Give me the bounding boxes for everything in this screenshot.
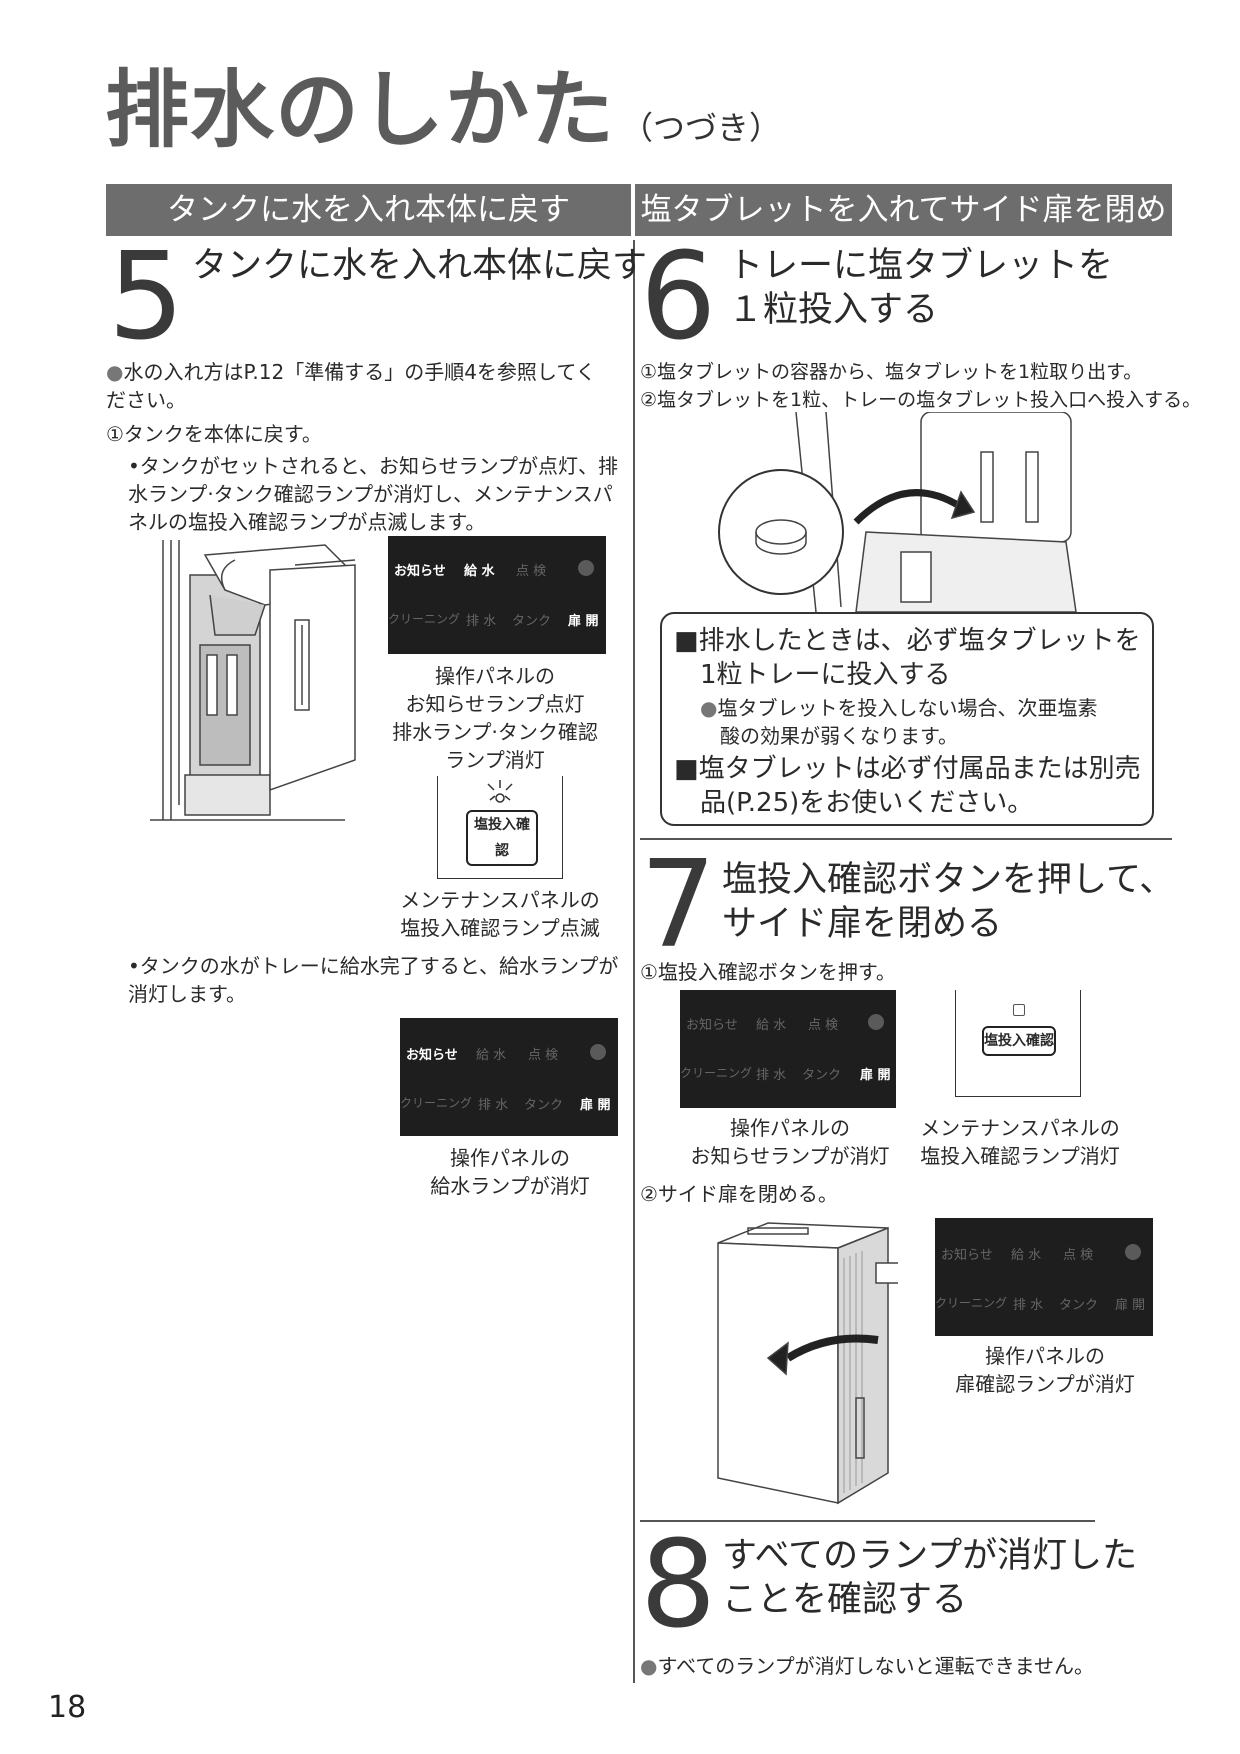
lamp-cleaning: クリーニング: [400, 1096, 473, 1110]
step8-note: ●すべてのランプが消灯しないと運転できません。: [640, 1654, 1095, 1678]
step8-heading: すべてのランプが消灯したことを確認する: [722, 1536, 1138, 1620]
step5-sub1: ①タンクを本体に戻す。: [106, 422, 322, 446]
caption-panel-1: 操作パネルのお知らせランプ点灯排水ランプ·タンク確認ランプ消灯: [392, 664, 598, 772]
lamp-tobira: 扉 開: [580, 1098, 611, 1113]
operation-panel-1: お知らせ 給 水 点 検 クリーニング 排 水 タンク 扉 開: [388, 536, 606, 654]
lamp-tank: タンク: [512, 614, 552, 629]
step7-sub1: ①塩投入確認ボタンを押す。: [640, 960, 896, 984]
lamp-tank: タンク: [802, 1068, 842, 1083]
section-band-left: タンクに水を入れ本体に戻す: [106, 184, 631, 236]
caption-panel-3: 操作パネルのお知らせランプが消灯: [690, 1116, 890, 1168]
maintenance-panel-2: 塩投入確認: [955, 990, 1081, 1097]
step5-note: ●水の入れ方はP.12「準備する」の手順4を参照してください。: [106, 360, 596, 412]
step7-number: 7: [640, 836, 717, 975]
unit-door-close-illustration: [717, 1222, 898, 1505]
caption-maint-2: メンテナンスパネルの塩投入確認ランプ消灯: [920, 1116, 1120, 1168]
lamp-tenken: 点 検: [1063, 1248, 1094, 1263]
lamp-tank: タンク: [524, 1098, 564, 1113]
side-door-illustration: [269, 564, 356, 792]
lamp-haisui: 排 水: [756, 1068, 787, 1083]
operation-panel-2: お知らせ 給 水 点 検 クリーニング 排 水 タンク 扉 開: [400, 1018, 618, 1136]
note-bold-2: ■塩タブレットは必ず付属品または別売品(P.25)をお使いください。: [674, 754, 1141, 818]
salt-lamp-icon: [1013, 1004, 1025, 1016]
step7-sub2: ②サイド扉を閉める。: [640, 1182, 838, 1206]
divider-7-8: [640, 1520, 1095, 1522]
step5-number: 5: [108, 228, 185, 367]
operation-panel-4: お知らせ 給 水 点 検 クリーニング 排 水 タンク 扉 開: [935, 1218, 1153, 1336]
lamp-tenken: 点 検: [808, 1018, 839, 1033]
page-title: 排水のしかた（つづき）: [105, 61, 782, 159]
lamp-dot: [1125, 1244, 1141, 1260]
lamp-dot: [590, 1044, 606, 1060]
lamp-tobira: 扉 開: [1115, 1298, 1146, 1313]
lamp-kyusui: 給 水: [476, 1048, 507, 1063]
lamp-haisui: 排 水: [478, 1098, 509, 1113]
note-small-1: ●塩タブレットを投入しない場合、次亜塩素 酸の効果が弱くなります。: [700, 696, 1098, 748]
tank-insert-illustration: [150, 540, 356, 821]
operation-panel-3: お知らせ 給 水 点 検 クリーニング 排 水 タンク 扉 開: [680, 990, 896, 1108]
caption-maint-1: メンテナンスパネルの塩投入確認ランプ点滅: [400, 888, 600, 940]
step5-heading: タンクに水を入れ本体に戻す: [192, 246, 648, 286]
lamp-tobira: 扉 開: [568, 614, 599, 629]
lamp-oshirase: お知らせ: [406, 1048, 458, 1063]
lamp-dot: [868, 1014, 884, 1030]
lamp-oshirase: お知らせ: [686, 1018, 738, 1033]
lamp-kyusui: 給 水: [756, 1018, 787, 1033]
salt-check-button[interactable]: 塩投入確認: [466, 810, 538, 866]
lamp-dot: [578, 560, 594, 576]
step5-bullet1: •タンクがセットされると、お知らせランプが点灯、排水ランプ·タンク確認ランプが消…: [128, 454, 618, 534]
section-band-right: 塩タブレットを入れてサイド扉を閉める: [635, 184, 1172, 280]
step7-heading: 塩投入確認ボタンを押して、サイド扉を閉める: [722, 860, 1175, 944]
lamp-tenken: 点 検: [516, 564, 547, 579]
bullet-dot: ●: [106, 360, 124, 384]
blink-icon: [487, 780, 513, 803]
lamp-haisui: 排 水: [466, 614, 497, 629]
lamp-cleaning: クリーニング: [680, 1066, 753, 1080]
step6-line1: ①塩タブレットの容器から、塩タブレットを1粒取り出す。: [640, 361, 1143, 383]
lamp-cleaning: クリーニング: [388, 612, 461, 626]
page-number: 18: [48, 1690, 87, 1725]
lamp-tobira: 扉 開: [860, 1068, 891, 1083]
step6-number: 6: [640, 228, 717, 367]
lamp-kyusui: 給 水: [464, 564, 495, 579]
divider-6-7: [640, 838, 1172, 840]
page-title-sub: （つづき）: [621, 109, 782, 147]
lamp-kyusui: 給 水: [1011, 1248, 1042, 1263]
lamp-oshirase: お知らせ: [394, 564, 446, 579]
step6-line2: ②塩タブレットを1粒、トレーの塩タブレット投入口へ投入する。: [640, 389, 1202, 411]
step8-number: 8: [640, 1516, 717, 1655]
lamp-haisui: 排 水: [1013, 1298, 1044, 1313]
column-divider: [633, 240, 635, 1683]
lamp-cleaning: クリーニング: [935, 1296, 1008, 1310]
lamp-oshirase: お知らせ: [941, 1248, 993, 1263]
salt-check-button[interactable]: 塩投入確認: [982, 1026, 1056, 1056]
lamp-tenken: 点 検: [528, 1048, 559, 1063]
lamp-tank: タンク: [1059, 1298, 1099, 1313]
step5-bullet2: •タンクの水がトレーに給水完了すると、給水ランプが消灯します。: [128, 954, 619, 1006]
salt-tray-illustration: [718, 412, 1077, 612]
caption-panel-2: 操作パネルの給水ランプが消灯: [430, 1146, 590, 1198]
maintenance-panel-1: 塩投入確認: [437, 776, 563, 879]
caption-panel-4: 操作パネルの扉確認ランプが消灯: [955, 1344, 1135, 1396]
